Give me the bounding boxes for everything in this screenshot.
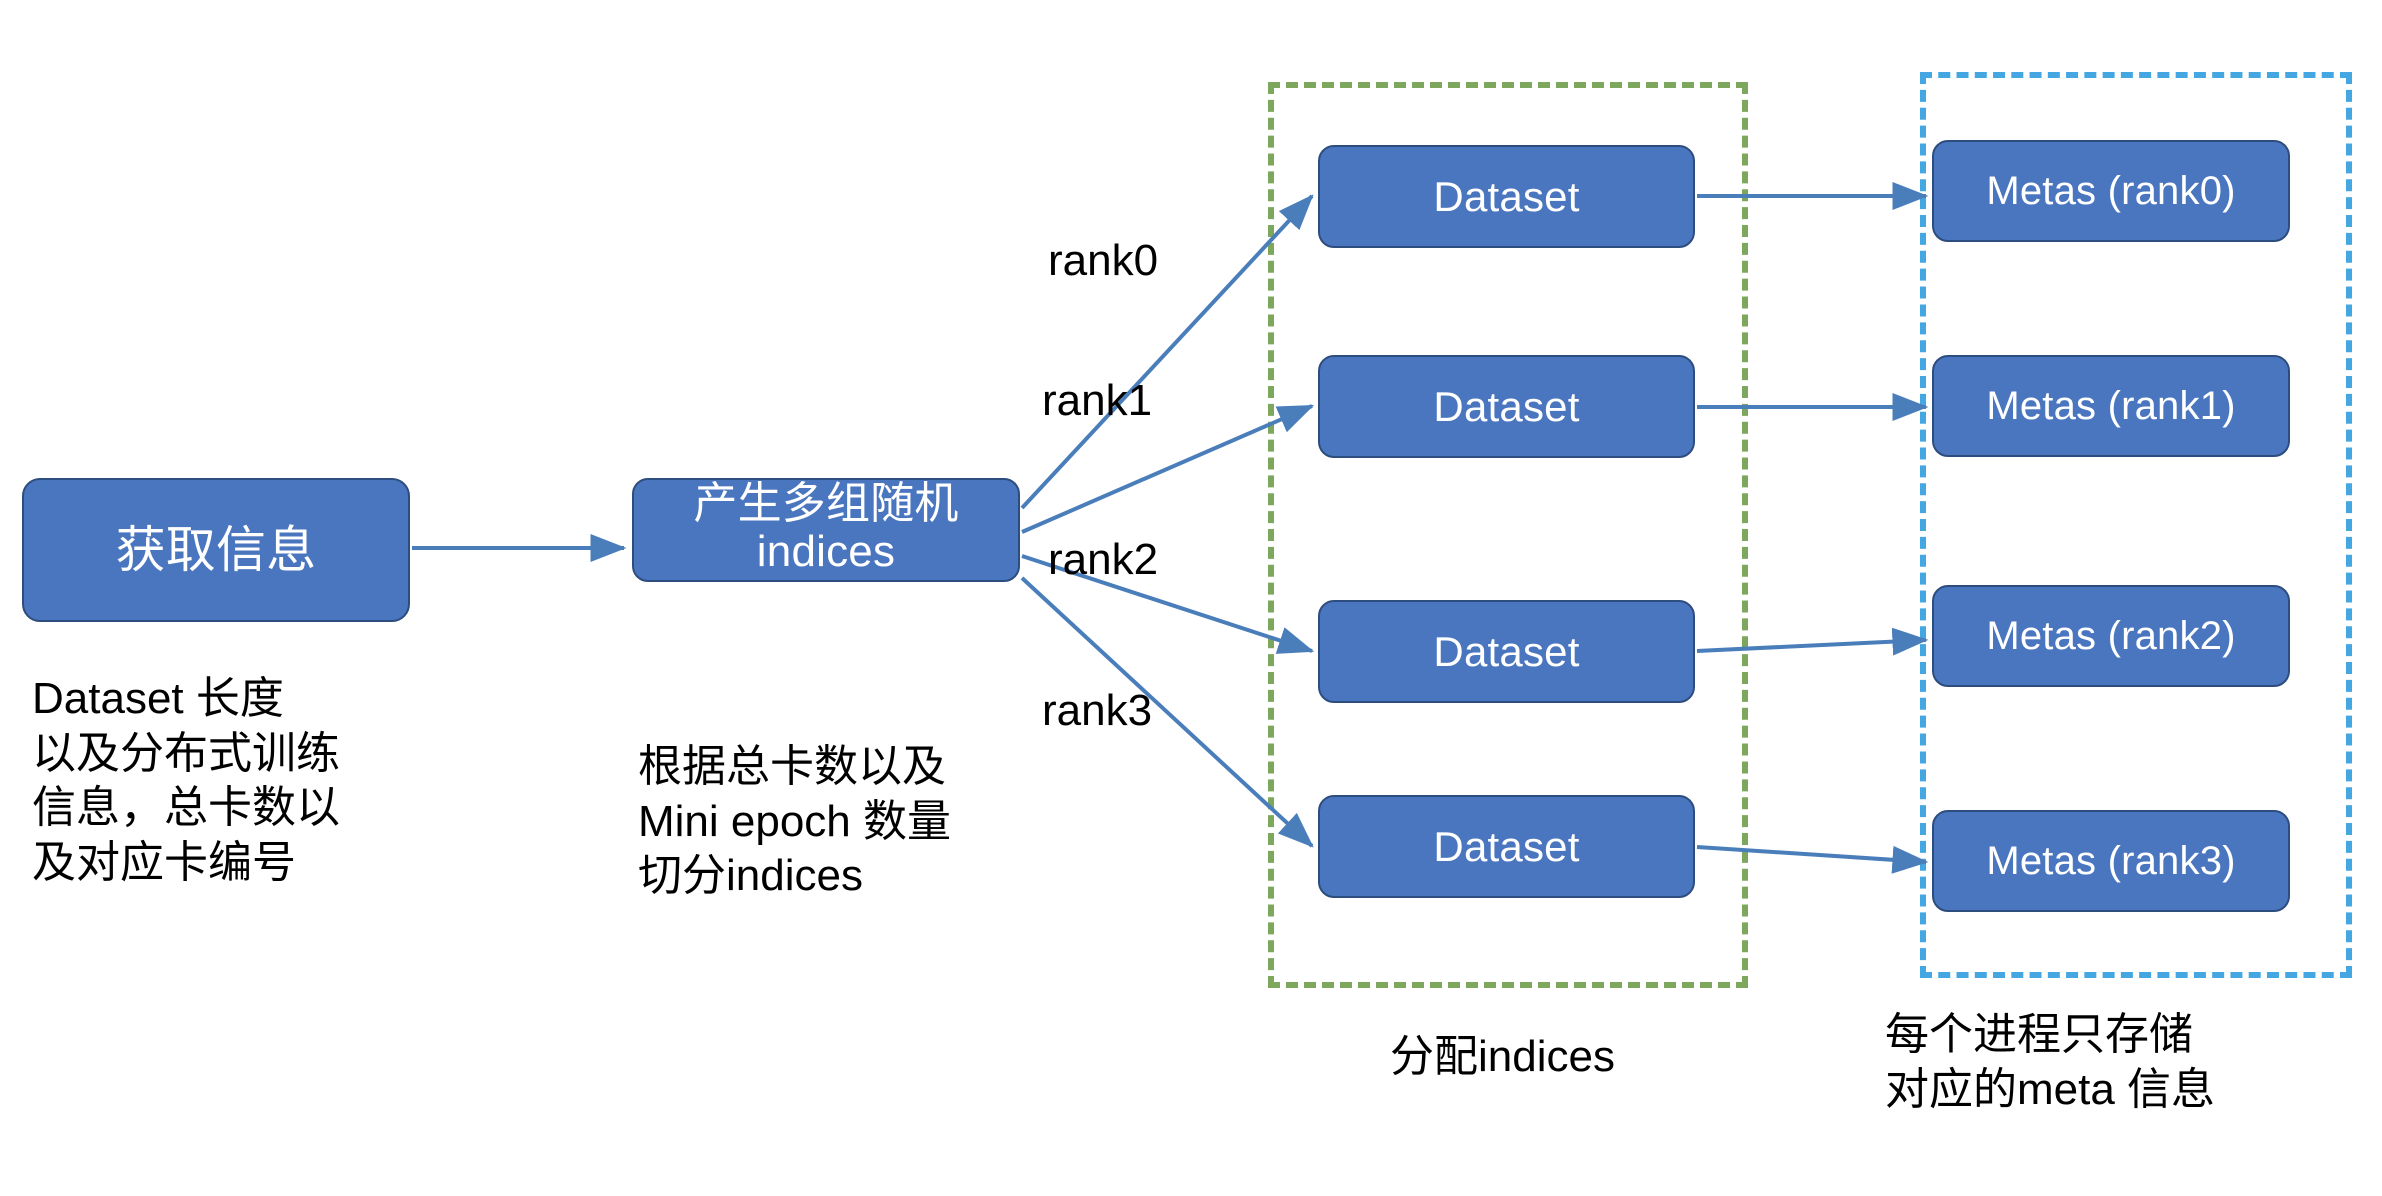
- node-metas-rank0-label: Metas (rank0): [1986, 168, 2236, 213]
- node-metas-rank1[interactable]: Metas (rank1): [1932, 355, 2290, 457]
- node-metas-rank3[interactable]: Metas (rank3): [1932, 810, 2290, 912]
- node-dataset-rank1[interactable]: Dataset: [1318, 355, 1695, 458]
- node-get-info-label: 获取信息: [115, 522, 317, 578]
- caption-metas-panel: 每个进程只存储 对应的meta 信息: [1885, 1010, 2216, 1114]
- node-metas-rank2-label: Metas (rank2): [1986, 613, 2236, 658]
- edge-label-rank2: rank2: [1048, 535, 1159, 584]
- node-generate-indices-label: 产生多组随机 indices: [693, 479, 959, 576]
- edge-label-rank1: rank1: [1042, 376, 1153, 425]
- node-dataset-rank3-label: Dataset: [1433, 822, 1580, 870]
- node-dataset-rank0[interactable]: Dataset: [1318, 145, 1695, 248]
- node-metas-rank1-label: Metas (rank1): [1986, 383, 2236, 428]
- node-dataset-rank2-label: Dataset: [1433, 627, 1580, 675]
- caption-generate-indices: 根据总卡数以及 Mini epoch 数量 切分indices: [638, 742, 952, 901]
- node-metas-rank2[interactable]: Metas (rank2): [1932, 585, 2290, 687]
- node-get-info[interactable]: 获取信息: [22, 478, 410, 622]
- edge-label-rank3: rank3: [1042, 686, 1153, 735]
- edge-label-rank0: rank0: [1048, 236, 1159, 285]
- caption-get-info: Dataset 长度 以及分布式训练 信息，总卡数以 及对应卡编号: [32, 674, 340, 887]
- datasets-group-panel: [1268, 82, 1748, 988]
- node-metas-rank0[interactable]: Metas (rank0): [1932, 140, 2290, 242]
- node-dataset-rank1-label: Dataset: [1433, 382, 1580, 430]
- node-generate-indices[interactable]: 产生多组随机 indices: [632, 478, 1020, 582]
- node-dataset-rank3[interactable]: Dataset: [1318, 795, 1695, 898]
- node-dataset-rank0-label: Dataset: [1433, 172, 1580, 220]
- caption-datasets-panel: 分配indices: [1390, 1032, 1615, 1081]
- node-dataset-rank2[interactable]: Dataset: [1318, 600, 1695, 703]
- metas-group-panel: [1920, 72, 2352, 978]
- node-metas-rank3-label: Metas (rank3): [1986, 838, 2236, 883]
